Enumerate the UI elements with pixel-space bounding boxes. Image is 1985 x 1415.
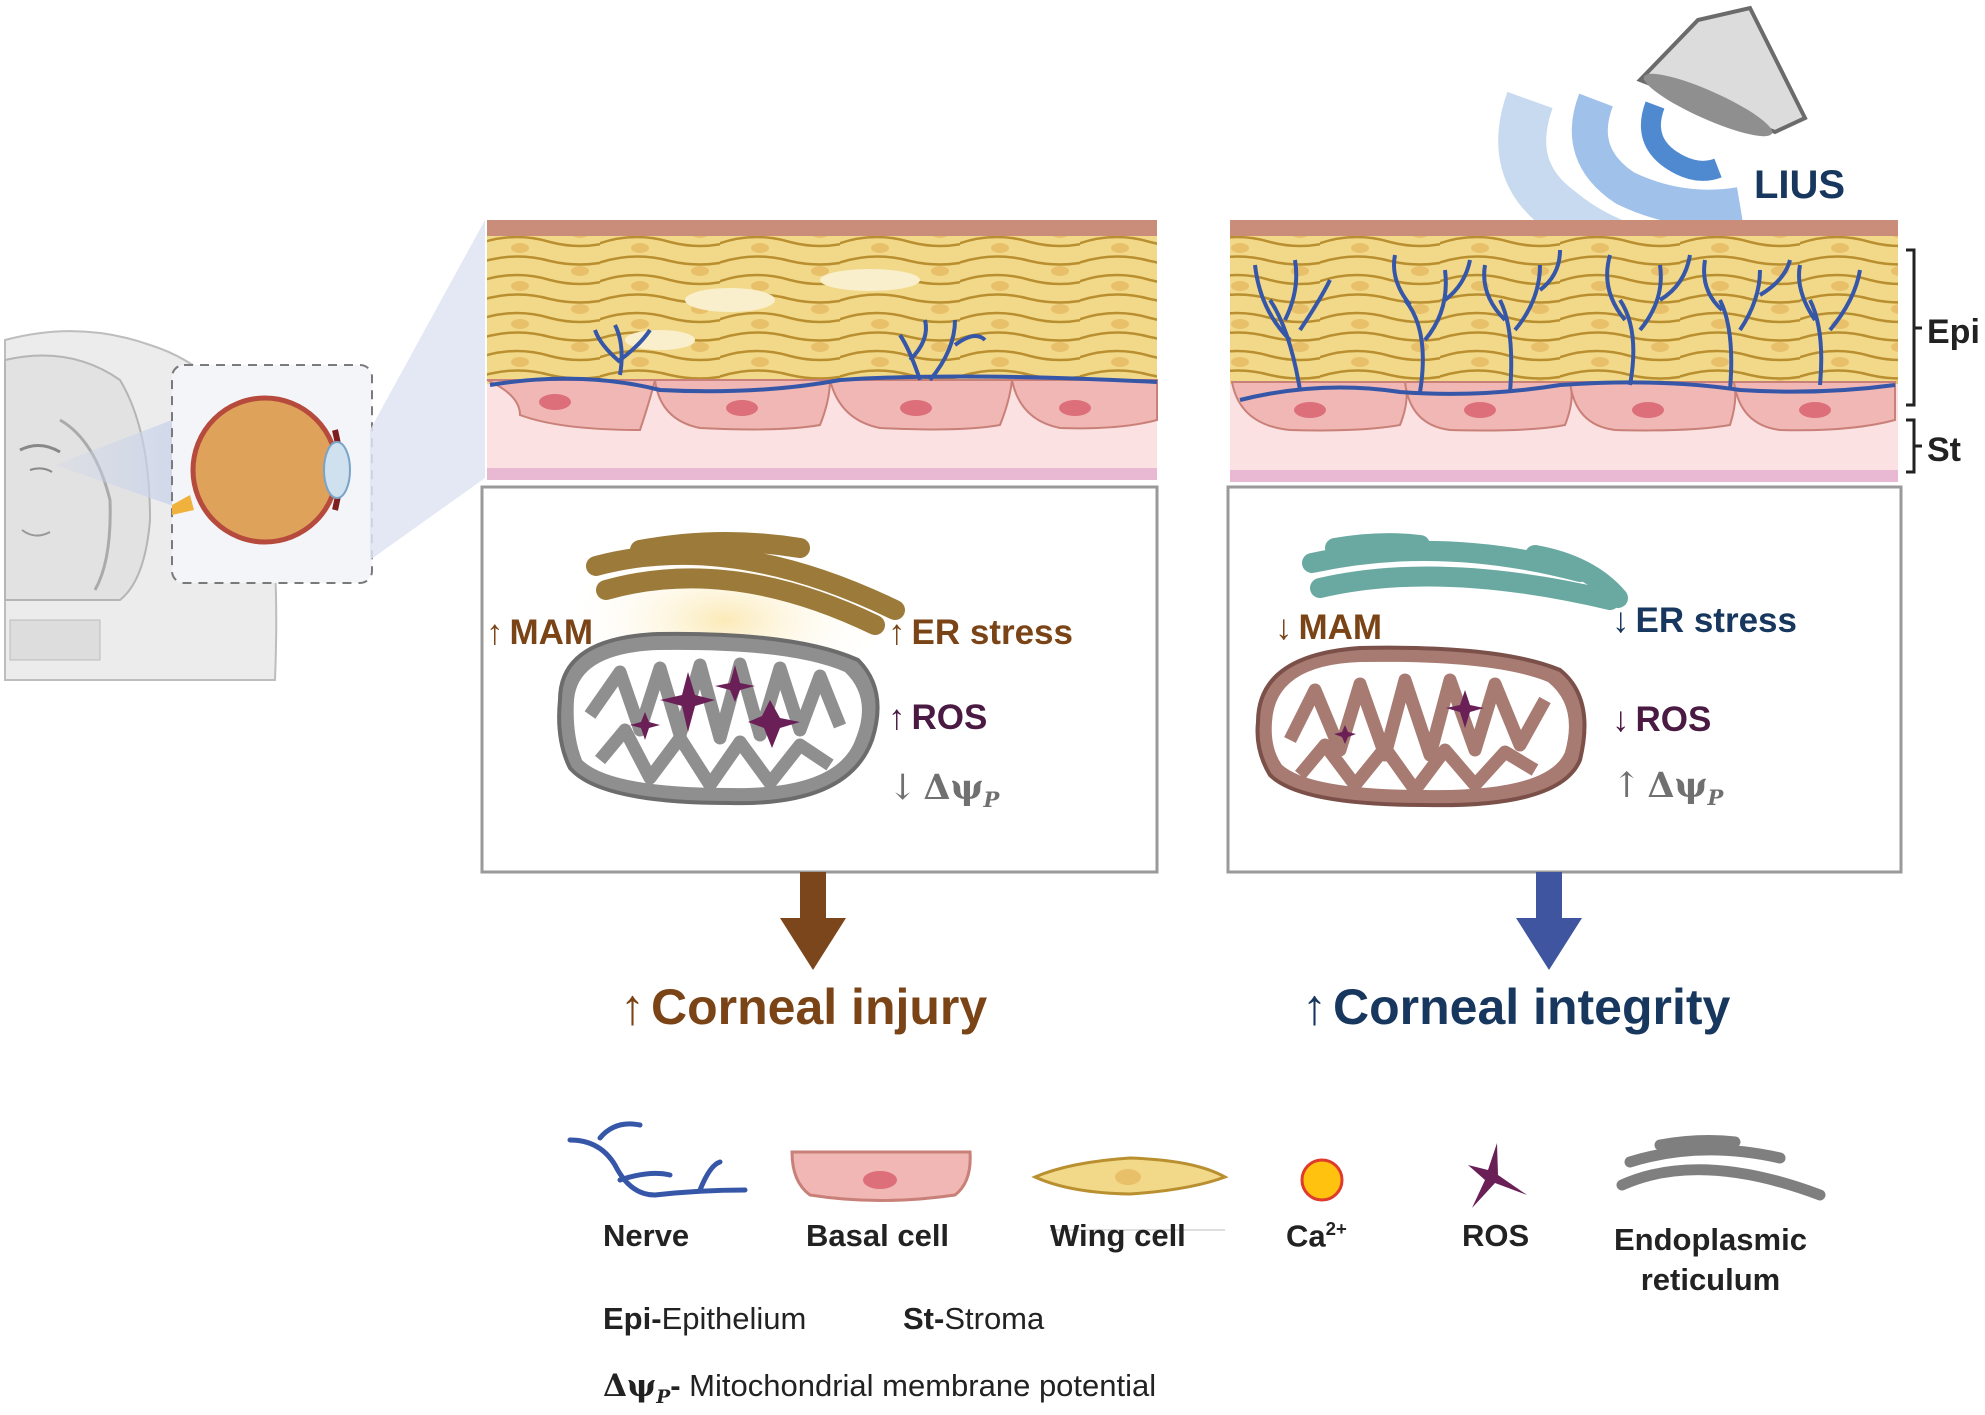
right-outcome-arrow <box>1516 872 1582 970</box>
corneal-injury-arrow: ↑ <box>620 979 645 1035</box>
legend-er-label: Endoplasmic reticulum <box>1614 1220 1807 1301</box>
legend-er-line1: Endoplasmic <box>1614 1222 1807 1257</box>
legend-ca-label: Ca2+ <box>1286 1218 1347 1254</box>
left-er-shape <box>586 531 905 635</box>
legend-ca-icon <box>1300 1158 1344 1202</box>
legend-nerve-icon <box>567 1121 748 1198</box>
right-detail-panel <box>1226 485 1903 874</box>
left-dpsi-label: ↓ΔψP <box>888 770 999 810</box>
abbr-dpsi-sub: P <box>656 1387 671 1409</box>
abbr-st-val: Stroma <box>944 1301 1045 1336</box>
corneal-injury-text: Corneal injury <box>651 979 988 1035</box>
legend-wing-cell-icon <box>1031 1156 1229 1231</box>
right-er-shape <box>1302 533 1628 610</box>
abbr-dpsi: ΔψP- Mitochondrial membrane potential <box>603 1370 1156 1408</box>
abbr-st-key: St- <box>903 1301 945 1336</box>
right-ros-stars <box>1334 690 1484 744</box>
corneal-integrity-arrow: ↑ <box>1302 979 1327 1035</box>
legend-er-line2: reticulum <box>1640 1262 1781 1298</box>
left-dpsi-arrow: ↓ <box>888 768 918 808</box>
abbr-epi-val: Epithelium <box>661 1301 807 1336</box>
legend-basal-cell-icon <box>790 1150 972 1202</box>
left-er-stress-label: ↑ER stress <box>888 615 1073 650</box>
legend-nerve-label: Nerve <box>603 1218 690 1253</box>
left-ros-stars <box>630 665 800 748</box>
left-ros-arrow: ↑ <box>888 698 906 737</box>
left-dpsi-sub: P <box>983 787 1000 812</box>
legend-ca-base: Ca <box>1286 1218 1326 1254</box>
corneal-integrity-label: ↑Corneal integrity <box>1302 982 1730 1032</box>
left-ros-label: ↑ROS <box>888 700 987 735</box>
corneal-integrity-text: Corneal integrity <box>1333 979 1731 1035</box>
abbr-dpsi-symbol: Δψ <box>603 1368 657 1404</box>
right-er-text: ER stress <box>1635 601 1797 640</box>
layer-brackets <box>1906 248 1922 474</box>
legend-ros-star-icon <box>1468 1143 1527 1208</box>
left-cornea <box>486 220 1158 480</box>
right-ros-label: ↓ROS <box>1612 702 1711 737</box>
right-dpsi-label: ↑ΔψP <box>1612 768 1723 808</box>
left-er-text: ER stress <box>911 613 1073 652</box>
right-er-arrow: ↓ <box>1612 601 1630 640</box>
abbr-epi: Epi-Epithelium <box>603 1303 806 1334</box>
right-cornea <box>1230 220 1898 482</box>
left-ros-text: ROS <box>911 698 988 737</box>
epi-layer-label: Epi <box>1927 313 1980 351</box>
abbr-dpsi-desc: Mitochondrial membrane potential <box>680 1368 1157 1403</box>
legend-er-icon <box>1616 1135 1826 1201</box>
st-layer-label: St <box>1927 431 1961 469</box>
left-mam-arrow: ↑ <box>486 613 504 652</box>
legend-basal-label: Basal cell <box>806 1218 950 1253</box>
right-mitochondrion <box>1255 645 1587 808</box>
right-dpsi-symbol: Δψ <box>1647 765 1708 806</box>
abbr-epi-key: Epi- <box>603 1301 662 1336</box>
right-mam-arrow: ↓ <box>1275 608 1293 647</box>
right-er-stress-label: ↓ER stress <box>1612 603 1797 638</box>
lius-label: LIUS <box>1754 163 1846 207</box>
left-er-arrow: ↑ <box>888 613 906 652</box>
legend-ros-label: ROS <box>1462 1218 1530 1253</box>
left-mitochondrion <box>557 631 880 806</box>
abbr-dpsi-dash: - <box>670 1368 681 1403</box>
right-ros-arrow: ↓ <box>1612 700 1630 739</box>
left-detail-panel <box>480 485 1159 874</box>
right-mam-label: ↓MAM <box>1275 610 1382 645</box>
right-dpsi-arrow: ↑ <box>1612 766 1642 806</box>
right-dpsi-sub: P <box>1707 785 1724 810</box>
left-dpsi-symbol: Δψ <box>923 767 984 808</box>
legend-wing-label: Wing cell <box>1050 1218 1186 1253</box>
right-ros-text: ROS <box>1635 700 1712 739</box>
left-mam-label: ↑MAM <box>486 615 593 650</box>
abbr-st: St-Stroma <box>903 1303 1044 1334</box>
corneal-injury-label: ↑Corneal injury <box>620 982 987 1032</box>
left-mam-text: MAM <box>509 613 594 652</box>
legend-ca-sup: 2+ <box>1325 1218 1347 1239</box>
left-outcome-arrow <box>780 872 846 970</box>
eye-inset <box>171 220 485 584</box>
right-mam-text: MAM <box>1298 608 1383 647</box>
